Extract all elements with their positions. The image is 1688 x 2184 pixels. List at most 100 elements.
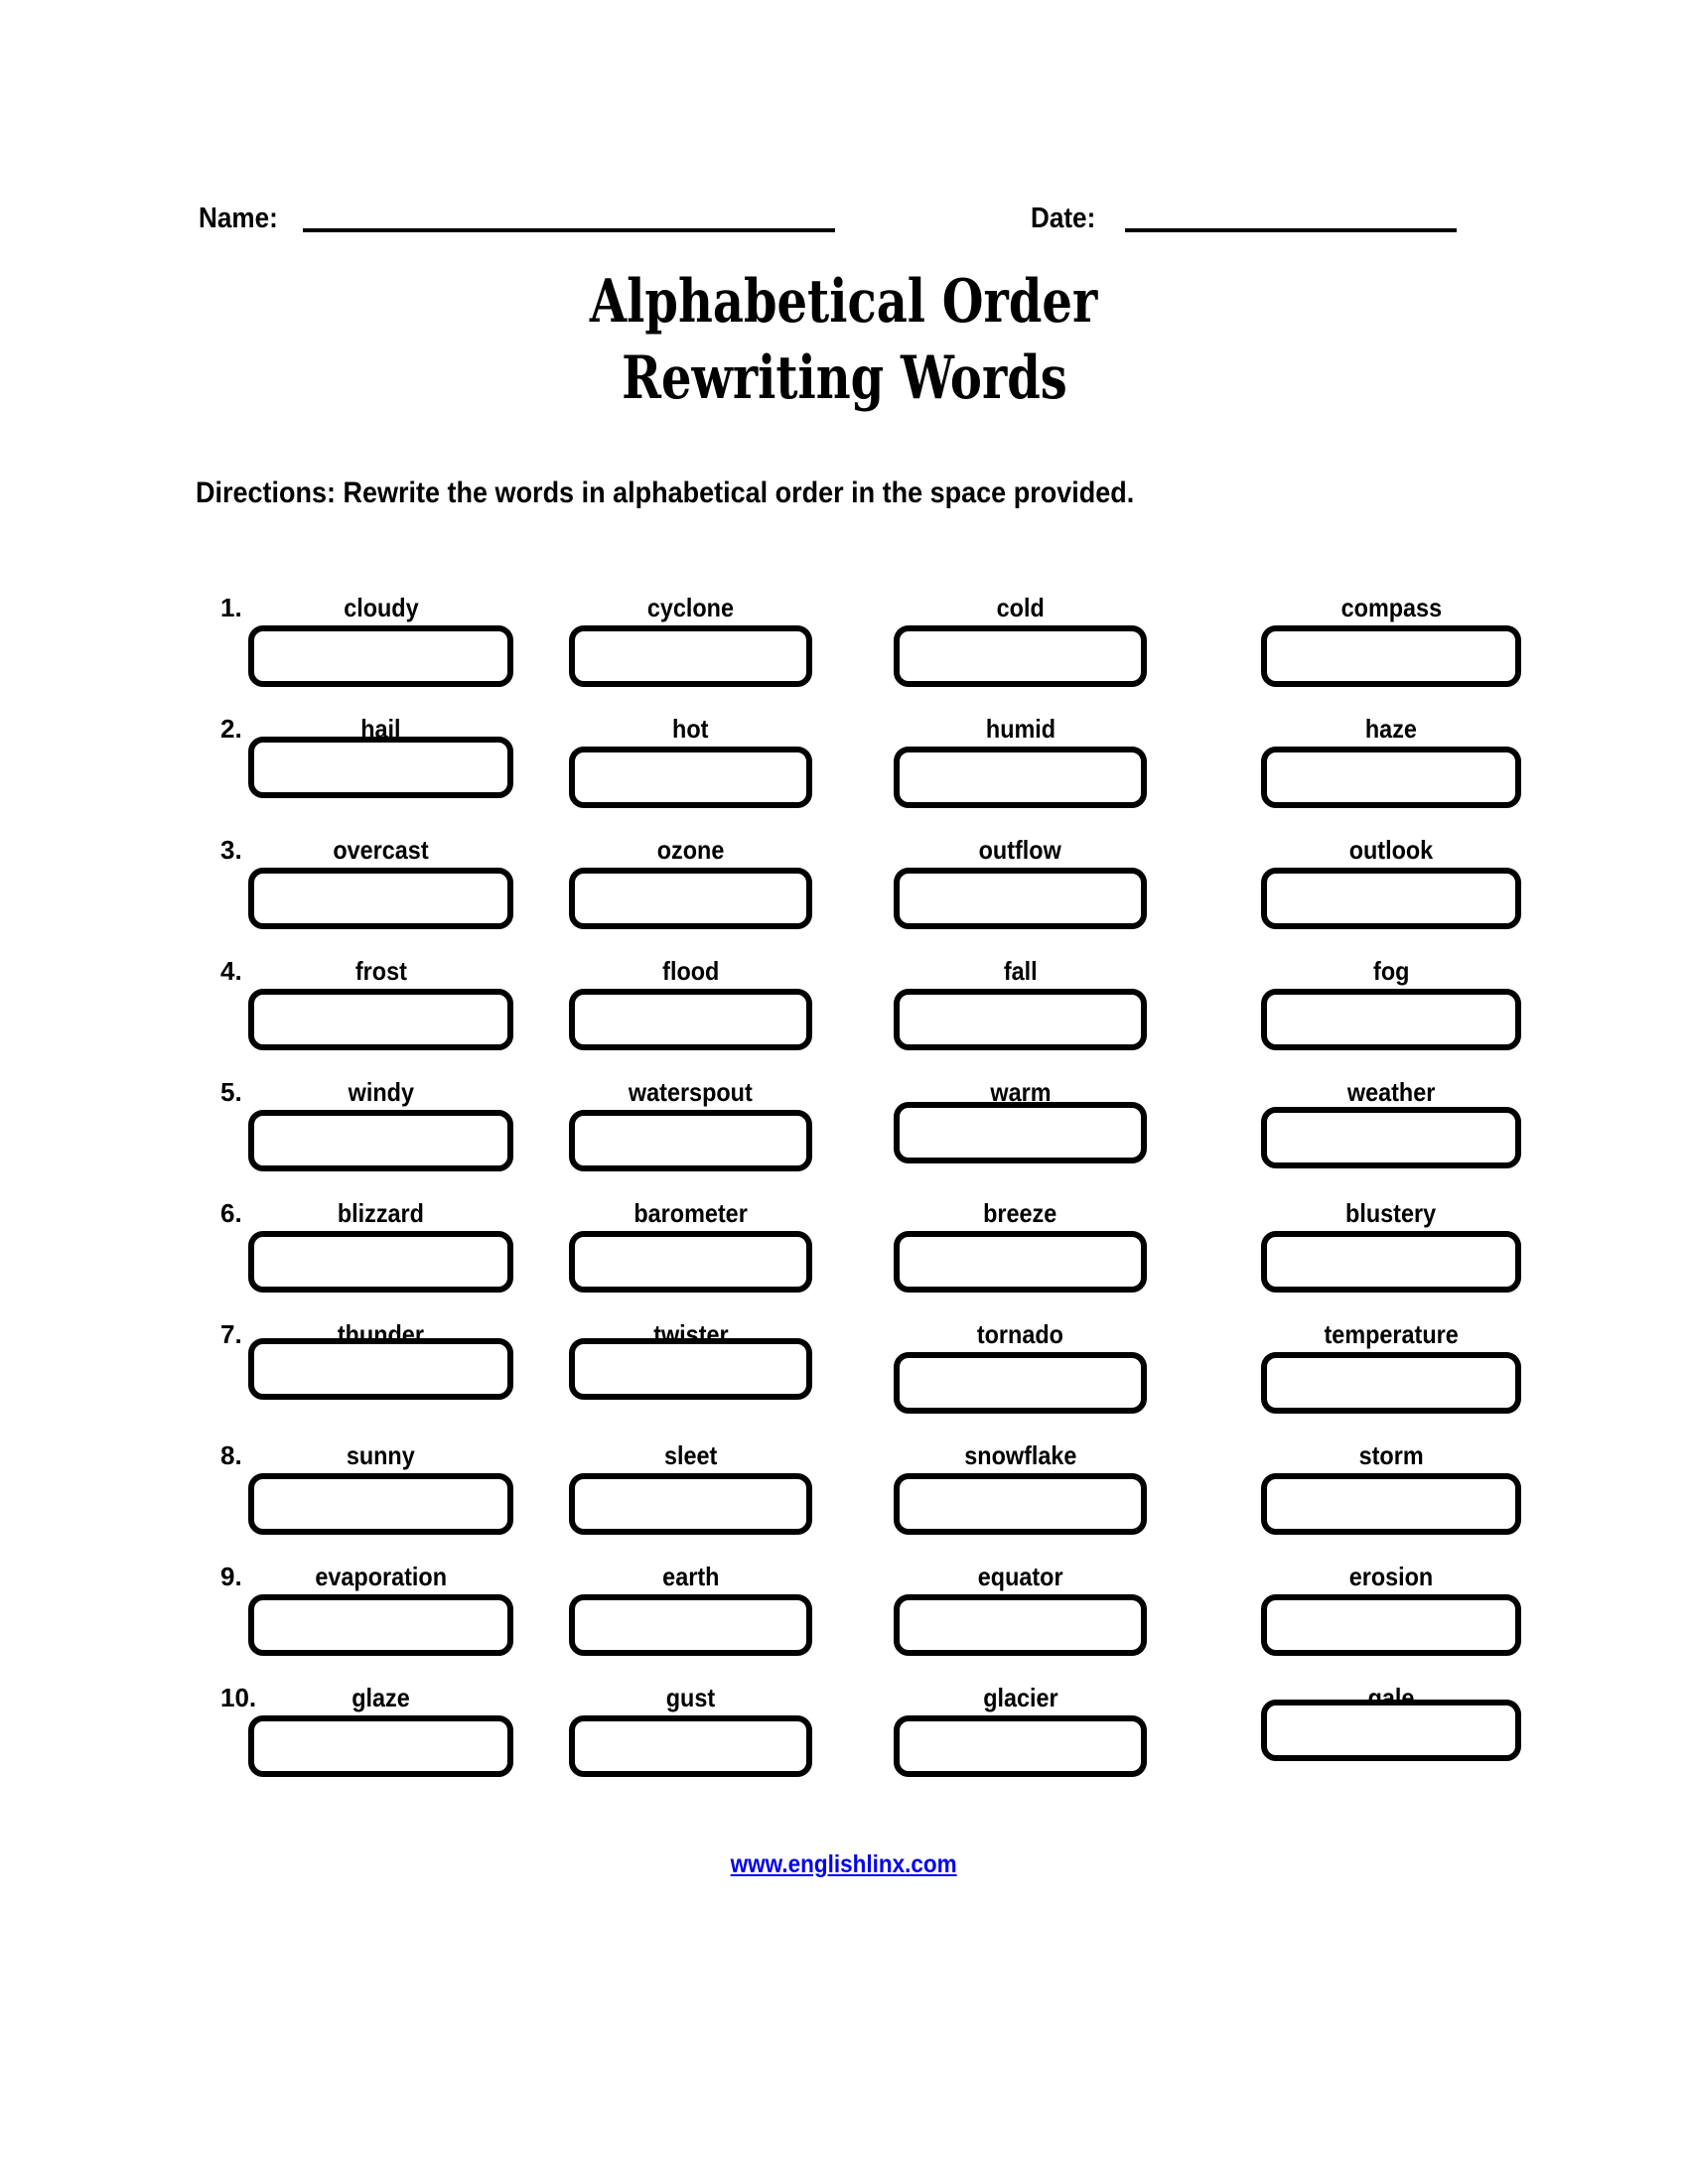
word-label: blizzard bbox=[337, 1198, 425, 1228]
answer-box[interactable] bbox=[248, 1338, 513, 1400]
answer-box[interactable] bbox=[248, 625, 513, 687]
answer-box[interactable] bbox=[569, 1594, 812, 1656]
word-cell: gust bbox=[569, 1681, 812, 1777]
title-line-1: Alphabetical Order bbox=[590, 267, 1098, 337]
word-cell: sleet bbox=[569, 1438, 812, 1535]
word-label: evaporation bbox=[315, 1562, 447, 1591]
word-label: compass bbox=[1340, 593, 1442, 622]
answer-box[interactable] bbox=[894, 747, 1147, 808]
answer-box[interactable] bbox=[569, 989, 812, 1050]
word-label: weather bbox=[1346, 1077, 1436, 1107]
answer-box[interactable] bbox=[1261, 1352, 1521, 1414]
answer-box[interactable] bbox=[1261, 625, 1521, 687]
answer-box[interactable] bbox=[1261, 747, 1521, 808]
word-cell: cyclone bbox=[569, 591, 812, 687]
answer-box[interactable] bbox=[894, 625, 1147, 687]
word-cell: blustery bbox=[1261, 1196, 1521, 1293]
word-label: blustery bbox=[1345, 1198, 1437, 1228]
word-cell: glaze bbox=[248, 1681, 513, 1777]
name-fill-line[interactable] bbox=[303, 228, 835, 232]
answer-box[interactable] bbox=[248, 1231, 513, 1293]
word-cell: flood bbox=[569, 954, 812, 1050]
word-row: 1. cloudy cyclone cold compass bbox=[0, 591, 1688, 712]
word-label: overcast bbox=[333, 835, 429, 865]
answer-box[interactable] bbox=[894, 1715, 1147, 1777]
answer-box[interactable] bbox=[1261, 989, 1521, 1050]
word-row: 3. overcast ozone outflow outlook bbox=[0, 833, 1688, 954]
englishlinx-link[interactable]: www.englishlinx.com bbox=[731, 1850, 957, 1878]
answer-box[interactable] bbox=[569, 1110, 812, 1171]
row-number: 9. bbox=[220, 1562, 242, 1591]
answer-box[interactable] bbox=[569, 747, 812, 808]
word-cell: compass bbox=[1261, 591, 1521, 687]
row-number: 7. bbox=[220, 1319, 242, 1349]
word-cell: windy bbox=[248, 1075, 513, 1171]
answer-box[interactable] bbox=[894, 1231, 1147, 1293]
answer-box[interactable] bbox=[248, 868, 513, 929]
answer-box[interactable] bbox=[894, 1594, 1147, 1656]
answer-box[interactable] bbox=[248, 1715, 513, 1777]
answer-box[interactable] bbox=[248, 1110, 513, 1171]
answer-box[interactable] bbox=[248, 1594, 513, 1656]
answer-box[interactable] bbox=[894, 1352, 1147, 1414]
answer-box[interactable] bbox=[569, 625, 812, 687]
word-cell: outflow bbox=[894, 833, 1147, 929]
answer-box[interactable] bbox=[569, 1715, 812, 1777]
answer-box[interactable] bbox=[569, 1473, 812, 1535]
answer-box[interactable] bbox=[248, 1473, 513, 1535]
answer-box[interactable] bbox=[894, 1473, 1147, 1535]
answer-box[interactable] bbox=[1261, 1231, 1521, 1293]
page-title: Alphabetical Order Rewriting Words bbox=[0, 264, 1688, 417]
word-label: ozone bbox=[656, 835, 725, 865]
answer-box[interactable] bbox=[569, 1231, 812, 1293]
word-cell: breeze bbox=[894, 1196, 1147, 1293]
word-label: equator bbox=[977, 1562, 1063, 1591]
word-cell: warm bbox=[894, 1075, 1147, 1171]
footer: www.englishlinx.com bbox=[0, 1850, 1688, 1879]
word-label: sleet bbox=[663, 1440, 718, 1470]
word-label: windy bbox=[348, 1077, 414, 1107]
name-label-text: Name: bbox=[199, 203, 278, 234]
answer-box[interactable] bbox=[894, 868, 1147, 929]
row-number: 1. bbox=[220, 593, 242, 622]
row-number: 4. bbox=[220, 956, 242, 986]
answer-box[interactable] bbox=[569, 868, 812, 929]
word-row: 8. sunny sleet snowflake storm bbox=[0, 1438, 1688, 1560]
answer-box[interactable] bbox=[1261, 868, 1521, 929]
word-cell: frost bbox=[248, 954, 513, 1050]
word-cell: earth bbox=[569, 1560, 812, 1656]
answer-box[interactable] bbox=[569, 1338, 812, 1400]
answer-box[interactable] bbox=[1261, 1473, 1521, 1535]
word-cell: storm bbox=[1261, 1438, 1521, 1535]
row-number: 2. bbox=[220, 714, 242, 744]
word-cell: temperature bbox=[1261, 1317, 1521, 1414]
answer-box[interactable] bbox=[1261, 1700, 1521, 1761]
word-label: cyclone bbox=[646, 593, 735, 622]
answer-box[interactable] bbox=[1261, 1594, 1521, 1656]
word-cell: thunder bbox=[248, 1317, 513, 1414]
word-label: cold bbox=[996, 593, 1045, 622]
word-row: 2. hail hot humid haze bbox=[0, 712, 1688, 833]
date-fill-line[interactable] bbox=[1125, 228, 1457, 232]
word-cell: weather bbox=[1261, 1075, 1521, 1171]
row-number: 3. bbox=[220, 835, 242, 865]
word-label: breeze bbox=[983, 1198, 1057, 1228]
word-cell: waterspout bbox=[569, 1075, 812, 1171]
word-cell: hot bbox=[569, 712, 812, 808]
directions-text: Directions: Rewrite the words in alphabe… bbox=[196, 477, 1135, 509]
word-cell: cloudy bbox=[248, 591, 513, 687]
word-cell: gale bbox=[1261, 1681, 1521, 1777]
answer-box[interactable] bbox=[894, 1102, 1147, 1163]
answer-box[interactable] bbox=[248, 989, 513, 1050]
word-cell: barometer bbox=[569, 1196, 812, 1293]
word-label: earth bbox=[661, 1562, 720, 1591]
word-cell: sunny bbox=[248, 1438, 513, 1535]
word-label: hot bbox=[672, 714, 709, 744]
word-label: fall bbox=[1003, 956, 1038, 986]
answer-box[interactable] bbox=[248, 737, 513, 798]
date-label: Date: bbox=[1031, 203, 1103, 235]
answer-box[interactable] bbox=[1261, 1107, 1521, 1168]
word-cell: fog bbox=[1261, 954, 1521, 1050]
answer-box[interactable] bbox=[894, 989, 1147, 1050]
word-label: storm bbox=[1358, 1440, 1424, 1470]
